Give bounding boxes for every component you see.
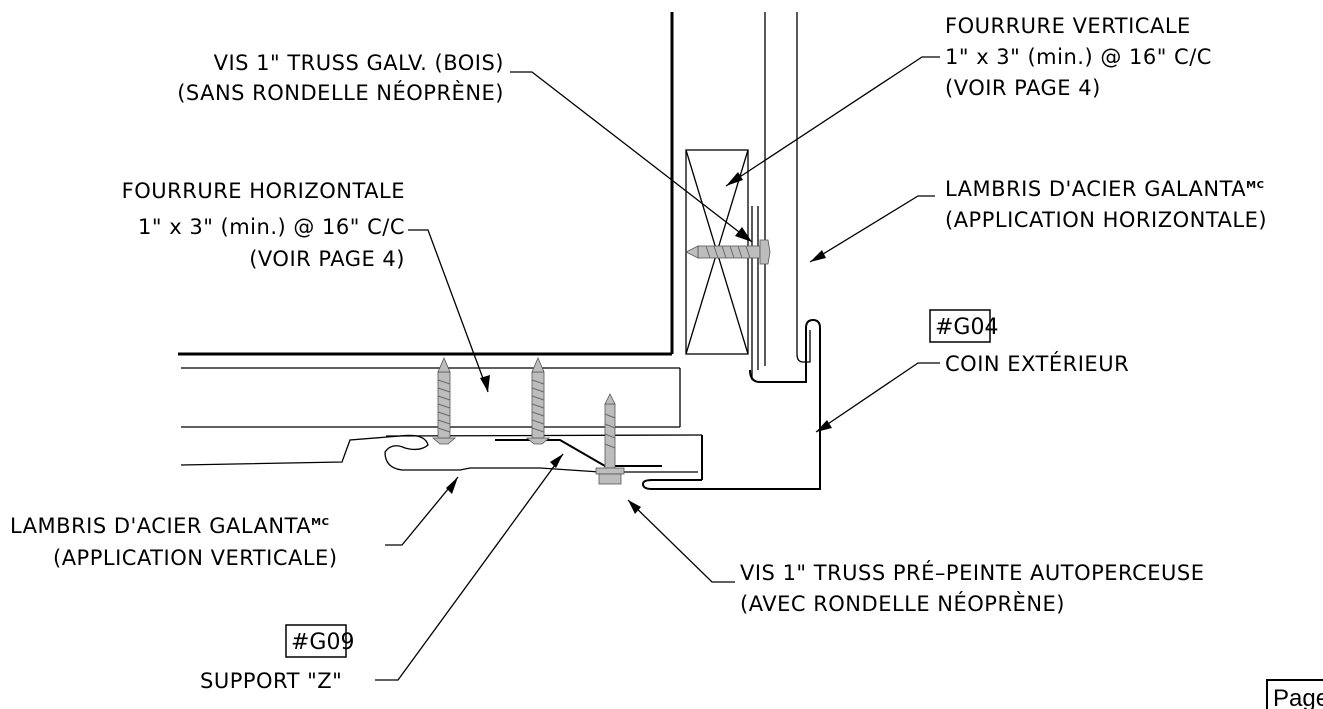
page-tab: Page	[1266, 679, 1323, 709]
label-vertical-furring-line2: 1" x 3" (min.) @ 16" C/C	[945, 45, 1212, 69]
screw-wood-vertical-furring	[685, 239, 771, 265]
z-support	[495, 439, 662, 467]
label-horizontal-furring-line3: (VOIR PAGE 4)	[249, 247, 405, 271]
screw-wood-left	[431, 356, 457, 445]
horizontal-furring	[181, 367, 681, 428]
screw-wood-right	[525, 356, 551, 445]
support-label: SUPPORT "Z"	[200, 669, 342, 693]
label-vertical-furring-line1: FOURRURE VERTICALE	[945, 14, 1191, 38]
label-siding-vertical: LAMBRIS D'ACIER GALANTAMC (APPLICATION V…	[10, 514, 338, 570]
label-siding-horizontal-line2: (APPLICATION HORIZONTALE)	[945, 208, 1267, 232]
page-label: Page	[1273, 685, 1323, 709]
label-self-drilling-screw-line2: (AVEC RONDELLE NÉOPRÈNE)	[740, 591, 1065, 616]
corner-label: COIN EXTÉRIEUR	[945, 351, 1129, 376]
exterior-corner-trim	[641, 318, 821, 490]
label-siding-horizontal: LAMBRIS D'ACIER GALANTAMC (APPLICATION H…	[945, 177, 1267, 232]
label-vertical-furring: FOURRURE VERTICALE 1" x 3" (min.) @ 16" …	[945, 14, 1212, 100]
wall-structure	[178, 12, 766, 366]
siding-horizontal-application	[751, 12, 811, 380]
label-horizontal-furring: FOURRURE HORIZONTALE 1" x 3" (min.) @ 16…	[122, 179, 405, 271]
label-vertical-furring-line3: (VOIR PAGE 4)	[945, 76, 1101, 100]
corner-ref-box	[929, 309, 991, 343]
leader-lines	[375, 56, 940, 681]
label-wood-screw-line1: VIS 1" TRUSS GALV. (BOIS)	[214, 51, 504, 75]
label-horizontal-furring-line2: 1" x 3" (min.) @ 16" C/C	[138, 215, 405, 239]
label-self-drilling-screw-line1: VIS 1" TRUSS PRÉ–PEINTE AUTOPERCEUSE	[740, 560, 1205, 585]
label-horizontal-furring-line1: FOURRURE HORIZONTALE	[122, 179, 405, 203]
label-self-drilling-screw: VIS 1" TRUSS PRÉ–PEINTE AUTOPERCEUSE (AV…	[740, 560, 1205, 616]
label-siding-horizontal-line1: LAMBRIS D'ACIER GALANTAMC	[945, 177, 1264, 201]
label-corner: #G04 COIN EXTÉRIEUR	[929, 309, 1129, 376]
label-siding-vertical-line1: LAMBRIS D'ACIER GALANTAMC	[10, 514, 329, 538]
label-wood-screw-line2: (SANS RONDELLE NÉOPRÈNE)	[177, 80, 504, 105]
label-wood-screw: VIS 1" TRUSS GALV. (BOIS) (SANS RONDELLE…	[177, 51, 504, 105]
screw-self-drilling	[595, 393, 625, 485]
label-z-support: #G09 SUPPORT "Z"	[200, 624, 354, 693]
corner-ref-code: #G04	[935, 315, 998, 340]
support-ref-code: #G09	[291, 630, 354, 655]
label-siding-vertical-line2: (APPLICATION VERTICALE)	[53, 546, 338, 570]
arrowheads	[446, 172, 832, 514]
support-ref-box	[285, 624, 347, 658]
